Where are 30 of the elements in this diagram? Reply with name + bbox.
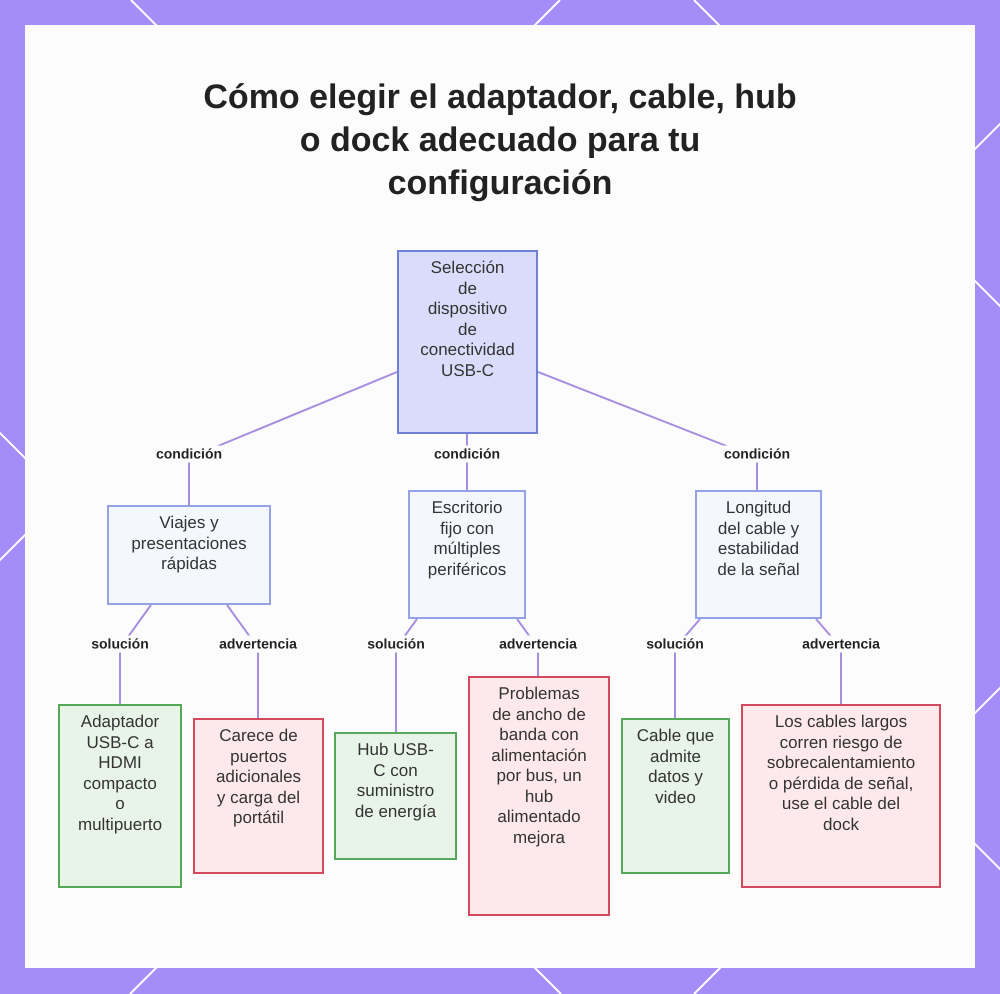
edge-label: solución: [365, 636, 427, 652]
diagram-title: Cómo elegir el adaptador, cable, hub o dock adecuado para tu configuración: [202, 77, 798, 204]
node-text: Adaptador USB-C a HDMI compacto o multipuerto: [77, 712, 163, 835]
node-text: Los cables largos corren riesgo de sobrecalentamiento o pérdida de señal, use el cable del dock: [766, 712, 916, 835]
process-box: [741, 704, 941, 888]
edge-label: advertencia: [800, 636, 882, 652]
edge-label: solución: [89, 636, 151, 652]
process-box: [621, 718, 730, 874]
edge-label: advertencia: [497, 636, 579, 652]
process-box: [334, 732, 457, 860]
process-box: [193, 718, 324, 874]
process-box: [58, 704, 182, 888]
edge-label: condición: [432, 446, 502, 462]
process-box: [397, 250, 538, 434]
process-box: [408, 490, 526, 619]
edge-label: solución: [644, 636, 706, 652]
node-text: Longitud del cable y estabilidad de la señal: [716, 498, 801, 580]
edge-label: condición: [154, 446, 224, 462]
node-text: Escritorio fijo con múltiples periféricos: [426, 498, 508, 580]
process-box: [695, 490, 822, 619]
node-text: Problemas de ancho de banda con alimentación por bus, un hub alimentado mejora: [490, 684, 588, 848]
node-text: Cable que admite datos y video: [636, 726, 716, 808]
process-box: [107, 505, 271, 605]
edge-label: condición: [722, 446, 792, 462]
node-text: Carece de puertos adicionales y carga del portátil: [214, 726, 302, 828]
edge-label: advertencia: [217, 636, 299, 652]
node-text: Hub USB-C con suministro de energía: [354, 740, 438, 822]
node-text: Viajes y presentaciones rápidas: [130, 513, 248, 574]
node-text: Selección de dispositivo de conectividad USB-C: [420, 258, 516, 381]
process-box: [468, 676, 610, 916]
